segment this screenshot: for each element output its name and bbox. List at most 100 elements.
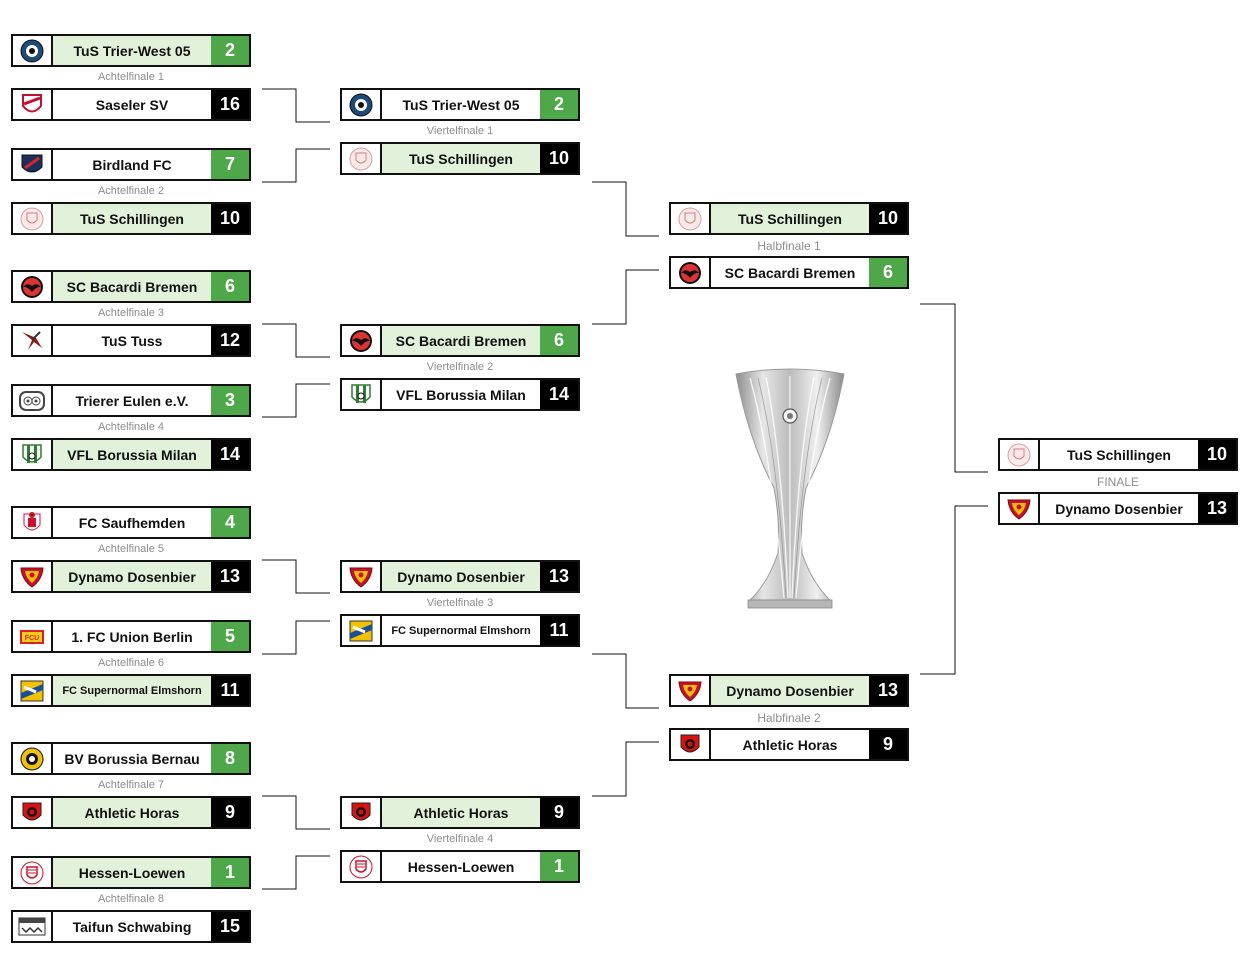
team-score: 14 [211, 440, 249, 469]
team-score: 13 [211, 562, 249, 591]
team-score: 5 [211, 622, 249, 651]
team-name: Athletic Horas [742, 736, 838, 753]
team-row: FCU 1. FC Union Berlin 5 [11, 620, 251, 653]
match-label: Viertelfinale 3 [426, 597, 494, 609]
team-name: TuS Schillingen [1067, 446, 1171, 463]
union-berlin-crest-icon: FCU [13, 622, 53, 651]
dynamo-crest-icon [671, 676, 711, 705]
team-name: 1. FC Union Berlin [71, 628, 193, 645]
team-name: FC Saufhemden [78, 514, 186, 531]
team-row: FC Saufhemden 4 [11, 506, 251, 539]
team-score: 9 [869, 730, 907, 759]
team-score: 3 [211, 386, 249, 415]
match-label: Viertelfinale 2 [426, 361, 494, 373]
eulen-owl-icon [13, 386, 53, 415]
trier-west-crest-icon [13, 36, 53, 65]
hessen-lion-icon [13, 858, 53, 887]
match-label: Viertelfinale 1 [426, 125, 494, 137]
team-name: Birdland FC [92, 156, 172, 173]
team-score: 10 [540, 144, 578, 173]
team-name: Taifun Schwabing [72, 918, 192, 935]
team-name: SC Bacardi Bremen [53, 272, 211, 301]
team-name: TuS Schillingen [711, 204, 869, 233]
team-score: 9 [211, 798, 249, 827]
bernau-crest-icon [13, 744, 53, 773]
team-score: 1 [211, 858, 249, 887]
team-score: 6 [540, 326, 578, 355]
team-name: BV Borussia Bernau [64, 750, 200, 767]
schillingen-crest-icon [671, 204, 711, 233]
team-name: Saseler SV [95, 96, 169, 113]
dynamo-crest-icon [1000, 494, 1040, 523]
trier-west-crest-icon [342, 90, 382, 119]
match-label: FINALE [1096, 475, 1139, 489]
team-score: 16 [211, 90, 249, 119]
team-name: TuS Tuss [101, 332, 163, 349]
team-score: 11 [211, 676, 249, 705]
team-score: 11 [540, 616, 578, 645]
team-name: Athletic Horas [382, 798, 540, 827]
team-name: FC Supernormal Elmshorn [53, 676, 211, 705]
saseler-crest-icon [13, 90, 53, 119]
team-score: 13 [1198, 494, 1236, 523]
team-name: Hessen-Loewen [407, 858, 515, 875]
team-row: Trierer Eulen e.V.3 [11, 384, 251, 417]
saufhemden-crest-icon [13, 508, 53, 537]
svg-text:FCU: FCU [25, 635, 39, 642]
birdland-crest-icon [13, 150, 53, 179]
match-label: Achtelfinale 8 [97, 893, 165, 905]
dynamo-crest-icon [342, 562, 382, 591]
team-name: Dynamo Dosenbier [711, 676, 869, 705]
horas-crest-icon [342, 798, 382, 827]
team-name: SC Bacardi Bremen [382, 326, 540, 355]
borussia-milan-crest-icon [342, 380, 382, 409]
team-row: Hessen-Loewen 1 [340, 850, 580, 883]
team-score: 14 [540, 380, 578, 409]
team-row: Dynamo Dosenbier 13 [998, 492, 1238, 525]
match-label: Achtelfinale 4 [97, 421, 165, 433]
team-row: Saseler SV 16 [11, 88, 251, 121]
team-score: 1 [540, 852, 578, 881]
team-score: 4 [211, 508, 249, 537]
horas-crest-icon [13, 798, 53, 827]
team-score: 2 [211, 36, 249, 65]
supernormal-crest-icon [13, 676, 53, 705]
schwabing-crest-icon [13, 912, 53, 941]
team-name: TuS Trier-West 05 [402, 96, 520, 113]
team-name: Dynamo Dosenbier [1055, 500, 1183, 517]
match-label: Halbfinale 1 [757, 239, 821, 253]
team-row: Birdland FC 7 [11, 148, 251, 181]
team-score: 15 [211, 912, 249, 941]
team-row: SC Bacardi Bremen 6 [669, 256, 909, 289]
tuss-eagle-icon [13, 326, 53, 355]
team-score: 7 [211, 150, 249, 179]
team-name: TuS Trier-West 05 [53, 36, 211, 65]
match-label: Achtelfinale 3 [97, 307, 165, 319]
team-score: 6 [869, 258, 907, 287]
team-score: 9 [540, 798, 578, 827]
supernormal-crest-icon [342, 616, 382, 645]
schillingen-crest-icon [1000, 440, 1040, 469]
team-name: SC Bacardi Bremen [724, 264, 856, 281]
bacardi-bat-icon [671, 258, 711, 287]
team-name: Athletic Horas [53, 798, 211, 827]
conference-league-trophy-icon [735, 368, 845, 609]
